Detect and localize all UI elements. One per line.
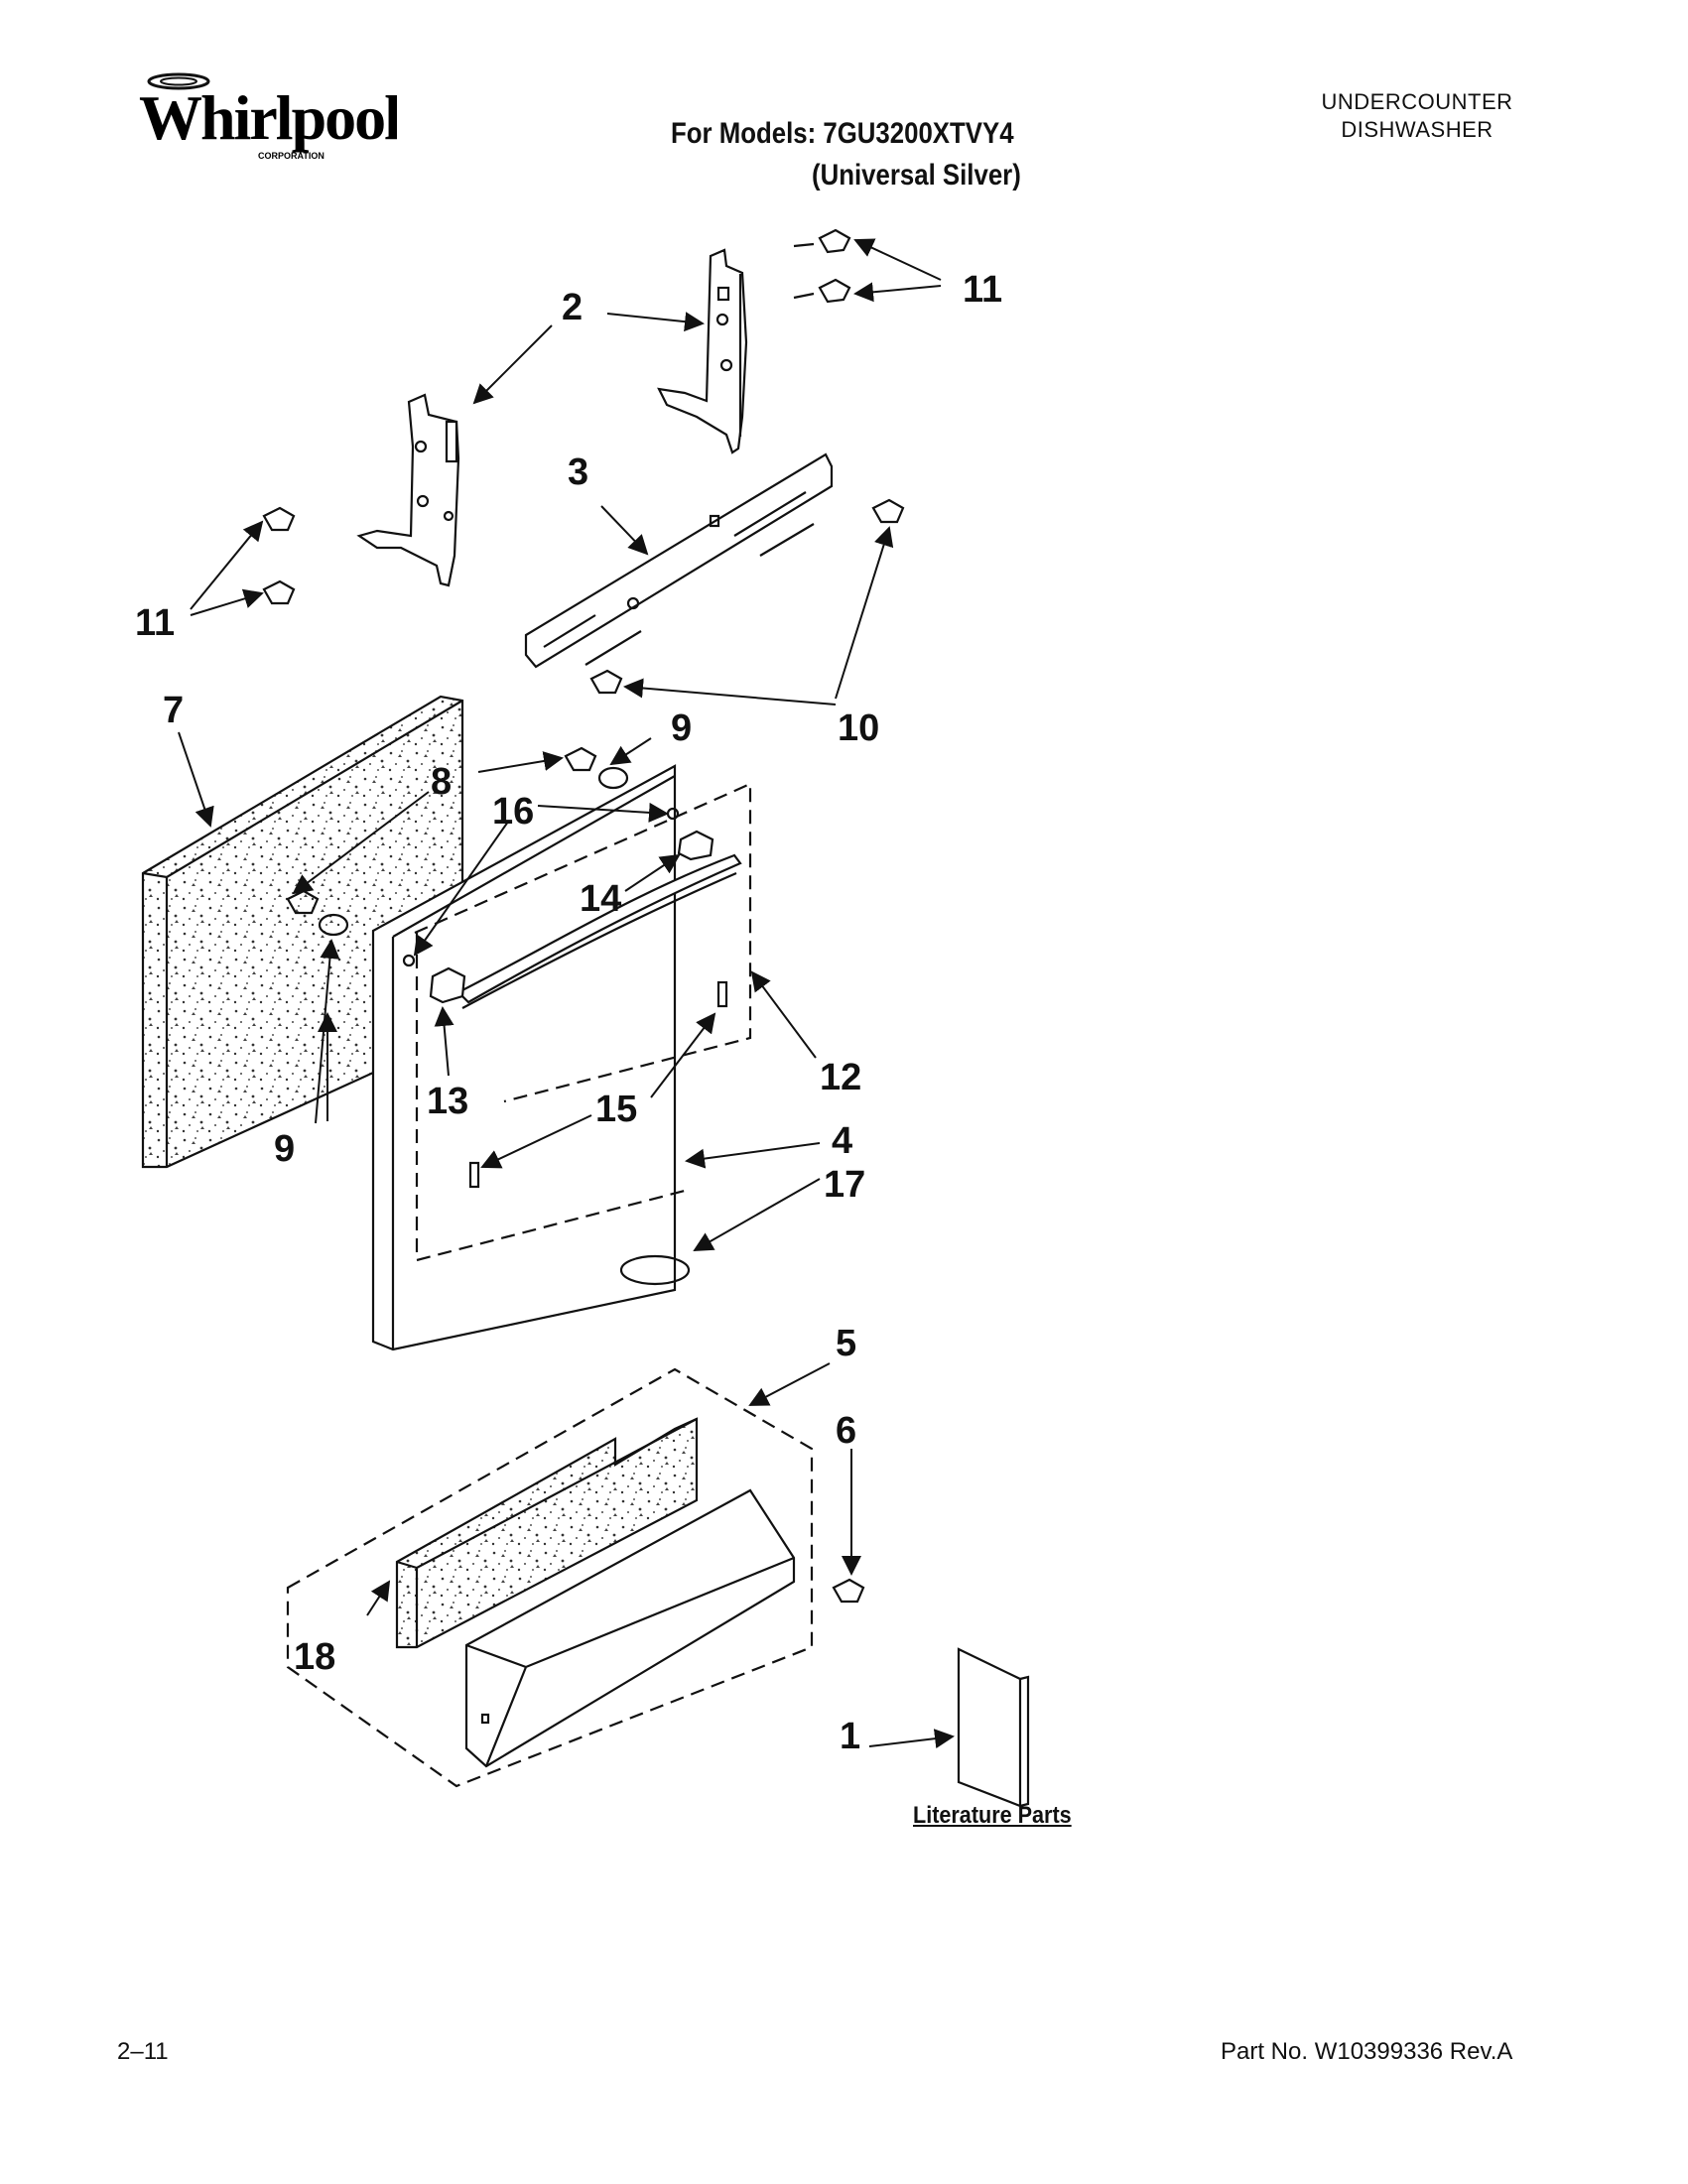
part-15-spacer-left: [468, 1161, 480, 1189]
part-11-screw-upper-a: [793, 228, 851, 254]
part-3-mounting-strip: [524, 452, 834, 669]
callout-8: 8: [431, 761, 452, 803]
part-10-screw-left: [589, 669, 623, 695]
callout-9-upper: 9: [671, 707, 692, 749]
leader-lines: [178, 238, 955, 1749]
callout-15: 15: [595, 1089, 637, 1130]
part-16-pin-left: [402, 954, 416, 967]
category-line-1: UNDERCOUNTER: [1321, 89, 1513, 114]
category-line-2: DISHWASHER: [1341, 117, 1493, 142]
part-2-bracket-right: [657, 248, 748, 454]
callout-6: 6: [836, 1410, 856, 1452]
part-14-handle: [456, 853, 742, 1009]
part-17-badge: [619, 1254, 691, 1286]
part-10-screw-right: [871, 498, 905, 524]
callout-1: 1: [840, 1716, 860, 1757]
part-15-spacer-right: [716, 980, 728, 1008]
callout-2: 2: [562, 287, 583, 328]
callout-4: 4: [832, 1120, 852, 1162]
callout-13: 13: [427, 1081, 468, 1122]
literature-parts-label: Literature Parts: [913, 1802, 1072, 1829]
part-6-screw: [832, 1578, 865, 1604]
part-9-washer-lower: [318, 913, 349, 937]
variant-label: (Universal Silver): [812, 159, 1021, 192]
part-11-screw-lower-a: [262, 506, 296, 532]
logo-brand-sub: CORPORATION: [258, 151, 325, 161]
logo-swirl-icon: Whirlpool CORPORATION: [139, 72, 403, 161]
part-4-door-panel: [371, 764, 677, 1351]
callout-labels: 1 2 3 4 5 6 7 8 9 9 10 11 11 12 13 14 15…: [135, 269, 1002, 1757]
part-11-screw-lower-b: [262, 579, 296, 605]
callout-7: 7: [163, 690, 184, 731]
part-9-washer-upper: [597, 766, 629, 790]
callout-17: 17: [824, 1164, 865, 1206]
callout-12: 12: [820, 1057, 861, 1098]
part-1-literature: [957, 1647, 1030, 1808]
part-5-toe-panel: [464, 1488, 796, 1768]
part-11-screw-upper-b: [793, 278, 851, 304]
part-18-toe-panel-insulation: [395, 1417, 699, 1649]
callout-11-upper: 11: [963, 269, 1002, 311]
part-5-assembly-outline: [286, 1367, 814, 1788]
page-number: 2–11: [117, 2038, 169, 2065]
part-13-end-cap-right: [677, 830, 714, 861]
callout-10: 10: [838, 707, 879, 749]
callout-11-lower: 11: [135, 602, 175, 644]
callout-9-lower: 9: [274, 1128, 295, 1170]
part-8-screw-upper: [564, 746, 597, 772]
callout-14: 14: [580, 878, 621, 920]
callout-16: 16: [492, 791, 534, 833]
part-12-assembly-outline: [414, 782, 752, 1262]
callout-3: 3: [568, 451, 588, 493]
callout-5: 5: [836, 1323, 856, 1364]
callout-18: 18: [294, 1636, 335, 1678]
part-13-end-cap: [429, 966, 466, 1004]
logo-brand-text: Whirlpool: [139, 82, 397, 153]
whirlpool-logo: Whirlpool CORPORATION: [139, 69, 403, 179]
part-number: Part No. W10399336 Rev.A: [1221, 2038, 1513, 2065]
models-label: For Models: 7GU3200XTVY4: [671, 117, 1014, 150]
part-2-bracket-left: [356, 393, 460, 587]
